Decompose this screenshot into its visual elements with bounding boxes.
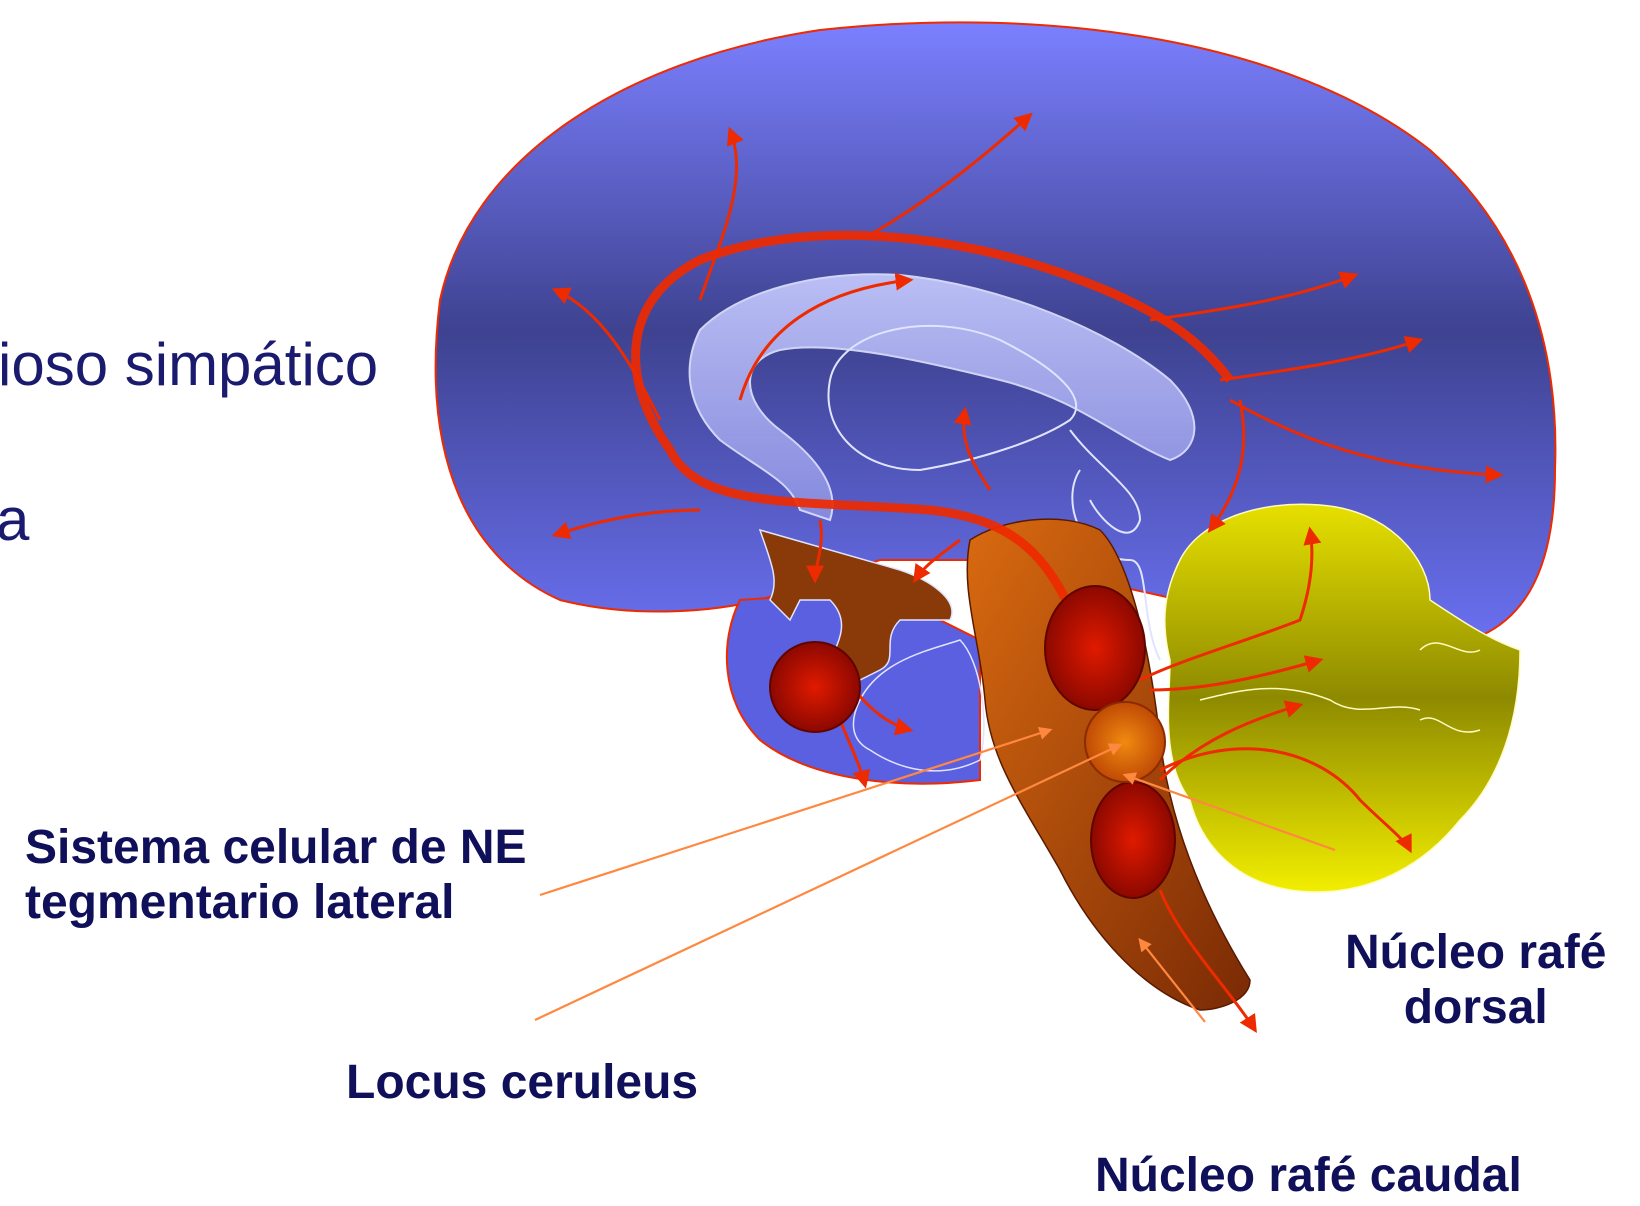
label-raphe-dorsal-line-1: Núcleo rafé bbox=[1345, 925, 1606, 980]
forebrain-nucleus bbox=[770, 642, 860, 732]
label-lateral-tegmental-line-1: Sistema celular de NE bbox=[25, 820, 527, 875]
raphe-caudal-nucleus bbox=[1091, 782, 1175, 898]
label-lateral-tegmental-line-2: tegmentario lateral bbox=[25, 875, 527, 930]
label-raphe-dorsal-line-2: dorsal bbox=[1345, 980, 1606, 1035]
locus-ceruleus-nucleus bbox=[1085, 702, 1165, 782]
label-raphe-caudal: Núcleo rafé caudal bbox=[1095, 1148, 1522, 1203]
pointer-line-locus-ceruleus bbox=[535, 745, 1120, 1020]
body-text-line-1: ioso simpático bbox=[0, 330, 378, 399]
label-locus-ceruleus: Locus ceruleus bbox=[346, 1055, 698, 1110]
label-raphe-dorsal: Núcleo rafé dorsal bbox=[1345, 925, 1606, 1035]
label-lateral-tegmental: Sistema celular de NE tegmentario latera… bbox=[25, 820, 527, 930]
body-text-line-2: a bbox=[0, 485, 29, 554]
lateral-tegmental-nucleus bbox=[1045, 586, 1145, 710]
